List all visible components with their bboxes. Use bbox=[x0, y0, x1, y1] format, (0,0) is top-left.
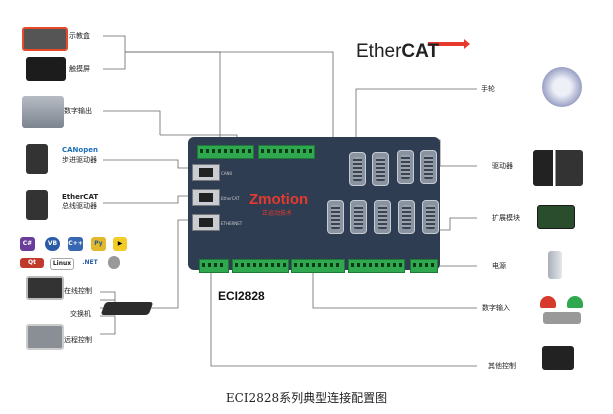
canopen-logo: CANopen bbox=[62, 146, 98, 155]
db-connector[interactable] bbox=[398, 200, 415, 234]
controller-brand: Zmotion bbox=[249, 191, 308, 208]
vb-logo: VB bbox=[45, 237, 60, 251]
can0-port[interactable] bbox=[192, 164, 220, 181]
green-button-image bbox=[567, 296, 583, 308]
remote-control-label: 远程控制 bbox=[64, 336, 92, 345]
python-logo: Py bbox=[91, 237, 106, 251]
canopen-driver-label: 步进驱动器 bbox=[62, 156, 97, 165]
terminal-block bbox=[258, 145, 315, 159]
terminal-block bbox=[232, 259, 289, 273]
handwheel-label: 手轮 bbox=[481, 85, 495, 94]
driver-label: 驱动器 bbox=[492, 162, 513, 171]
ethercat-logo-part1: Ether bbox=[356, 41, 401, 62]
port-label-can0: CAN0 bbox=[221, 169, 232, 178]
controller-brand-sub: 正运动技术 bbox=[262, 208, 292, 217]
db-connector[interactable] bbox=[372, 152, 389, 186]
teach-box-label: 示教盒 bbox=[69, 32, 90, 41]
ethercat-port[interactable] bbox=[192, 189, 220, 206]
red-button-image bbox=[540, 296, 556, 308]
port-label-ethercat: EtherCAT bbox=[221, 194, 239, 203]
db-connector[interactable] bbox=[422, 200, 439, 234]
teach-box-image bbox=[22, 27, 68, 51]
ethercat-logo: EtherCAT bbox=[356, 41, 439, 63]
db-connector[interactable] bbox=[374, 200, 391, 234]
ethercat-driver-label: 总线驱动器 bbox=[62, 202, 97, 211]
ethercat-small-logo: EtherCAT bbox=[62, 193, 98, 202]
apple-logo bbox=[108, 256, 120, 269]
linux-logo: Linux bbox=[50, 258, 74, 270]
csharp-logo: C# bbox=[20, 237, 35, 251]
db-connector[interactable] bbox=[349, 152, 366, 186]
digital-input-label: 数字输入 bbox=[482, 304, 510, 313]
qt-logo: Qt bbox=[20, 258, 44, 268]
ethernet-port[interactable] bbox=[192, 214, 220, 231]
labview-logo: ▶ bbox=[113, 237, 127, 251]
online-pc-image bbox=[26, 276, 64, 300]
terminal-block bbox=[197, 145, 254, 159]
db-connector[interactable] bbox=[420, 150, 437, 184]
terminal-block bbox=[348, 259, 405, 273]
expansion-label: 扩展模块 bbox=[492, 214, 520, 223]
ethercat-logo-part2: CAT bbox=[401, 41, 439, 62]
dotnet-logo: .NET bbox=[80, 258, 100, 268]
expansion-module-image bbox=[537, 205, 575, 229]
digital-output-label: 数字输出 bbox=[64, 107, 92, 116]
power-supply-image bbox=[548, 251, 562, 279]
ethercat-driver-image bbox=[26, 190, 48, 220]
port-label-ethernet: ETHERNET bbox=[221, 219, 242, 228]
db-connector[interactable] bbox=[327, 200, 344, 234]
remote-pc-image bbox=[26, 324, 64, 350]
handwheel-image bbox=[542, 67, 582, 107]
touch-screen-image bbox=[26, 57, 66, 81]
canopen-driver-image bbox=[26, 144, 48, 174]
power-label: 电源 bbox=[492, 262, 506, 271]
button-base-image bbox=[543, 312, 581, 324]
other-control-image bbox=[542, 346, 574, 370]
db-connector[interactable] bbox=[397, 150, 414, 184]
terminal-block bbox=[199, 259, 229, 273]
switch-image bbox=[101, 302, 154, 315]
driver-image bbox=[533, 150, 583, 186]
cpp-logo: C++ bbox=[68, 237, 83, 251]
touch-screen-label: 触摸屏 bbox=[69, 65, 90, 74]
db-connector[interactable] bbox=[350, 200, 367, 234]
diagram-caption: ECI2828系列典型连接配置图 bbox=[0, 389, 613, 406]
online-control-label: 在线控制 bbox=[64, 287, 92, 296]
switch-label: 交换机 bbox=[70, 310, 91, 319]
terminal-block bbox=[291, 259, 345, 273]
terminal-block bbox=[410, 259, 438, 273]
other-control-label: 其他控制 bbox=[488, 362, 516, 371]
controller-model: ECI2828 bbox=[218, 289, 265, 303]
digital-output-image bbox=[22, 96, 64, 128]
